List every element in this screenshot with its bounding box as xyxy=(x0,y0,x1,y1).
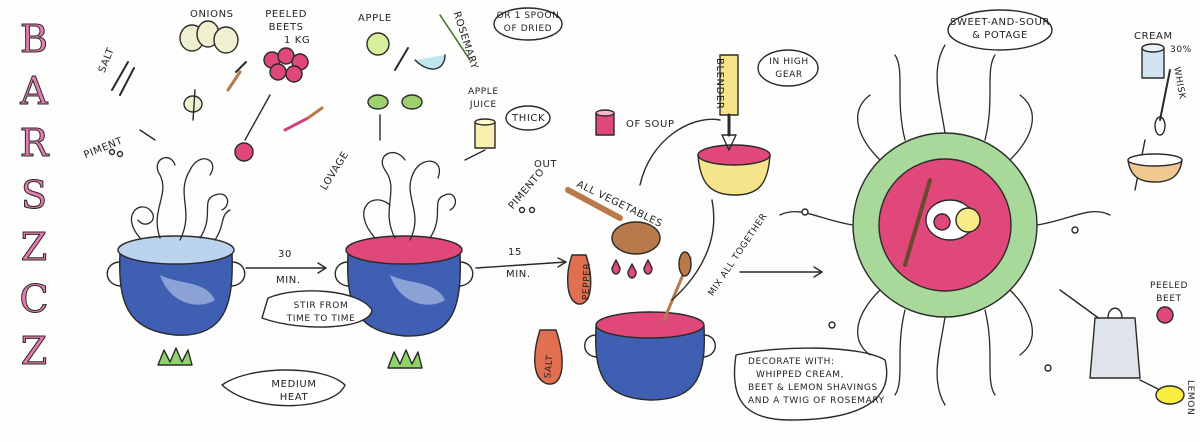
onions xyxy=(179,20,239,54)
label-thick: THICK xyxy=(512,113,546,124)
pot-one xyxy=(106,235,246,336)
label-cream: CREAM xyxy=(1134,31,1173,42)
bubbles xyxy=(221,7,1053,421)
label-sweet-sour: SWEET-AND-SOUR & POTAGE xyxy=(950,17,1050,41)
cream-cup xyxy=(1141,43,1165,79)
flame-one xyxy=(157,347,193,366)
steam-two xyxy=(363,151,457,241)
cream-bowl xyxy=(1127,153,1183,183)
label-high-gear: IN HIGH GEAR xyxy=(769,57,809,80)
lemon xyxy=(1155,385,1185,405)
soup-glass xyxy=(595,109,615,136)
title-letter-2: A xyxy=(20,69,48,113)
ladle xyxy=(565,187,661,255)
label-decorate: DECORATE WITH: WHIPPED CREAM, BEET & LEM… xyxy=(748,357,885,406)
label-out: OUT xyxy=(534,159,558,170)
title-letter-5: Z xyxy=(20,225,48,269)
label-min-30: MIN. xyxy=(276,275,301,286)
apple-juice-glass xyxy=(474,118,496,149)
label-pepper: PEPPER xyxy=(581,262,593,301)
pot-three xyxy=(584,251,716,401)
beets xyxy=(234,47,309,162)
label-stir: STIR FROM TIME TO TIME xyxy=(286,301,356,324)
label-medium-heat: MEDIUM HEAT xyxy=(271,379,317,403)
label-lemon: LEMON xyxy=(1185,380,1195,416)
label-peeled-beets: PEELED BEETS 1 KG xyxy=(265,9,311,46)
salt-sticks xyxy=(111,61,135,96)
grater xyxy=(1089,307,1141,379)
flame-two xyxy=(387,349,423,369)
rosemary xyxy=(414,14,471,70)
apple xyxy=(183,32,423,113)
label-salt-bottom: SALT xyxy=(543,354,556,379)
title-letter-6: C xyxy=(19,277,49,321)
label-cream-pct: 30% xyxy=(1170,45,1192,55)
peeled-beet xyxy=(1156,306,1174,324)
salt-shaker xyxy=(534,329,563,385)
plate xyxy=(852,132,1038,318)
label-min-15: MIN. xyxy=(506,269,531,280)
steam-one xyxy=(130,156,231,241)
title-letter-1: B xyxy=(20,17,49,61)
label-blender: BLENDER xyxy=(714,58,725,110)
label-onions: ONIONS xyxy=(190,9,234,20)
label-of-soup: OF SOUP xyxy=(626,119,675,130)
label-peeled-beet: PEELED BEET xyxy=(1150,281,1189,304)
whisk xyxy=(1154,69,1171,136)
title-letter-4: S xyxy=(20,173,48,217)
label-time-15: 15 xyxy=(508,247,522,258)
blender-bowl xyxy=(697,54,771,196)
label-dried-spoon: OR 1 SPOON OF DRIED xyxy=(496,11,560,34)
title-letter-7: Z xyxy=(20,329,48,373)
pot-two xyxy=(334,235,474,337)
label-apple-juice: APPLE JUICE xyxy=(468,87,499,110)
pepper-shaker xyxy=(566,254,592,305)
label-apple: APPLE xyxy=(358,13,392,24)
soup-drops xyxy=(611,259,653,279)
label-time-30: 30 xyxy=(278,249,292,260)
title-letter-3: R xyxy=(19,121,49,165)
knives xyxy=(226,47,409,132)
plate-rays xyxy=(779,44,1111,406)
dots xyxy=(108,148,1079,372)
